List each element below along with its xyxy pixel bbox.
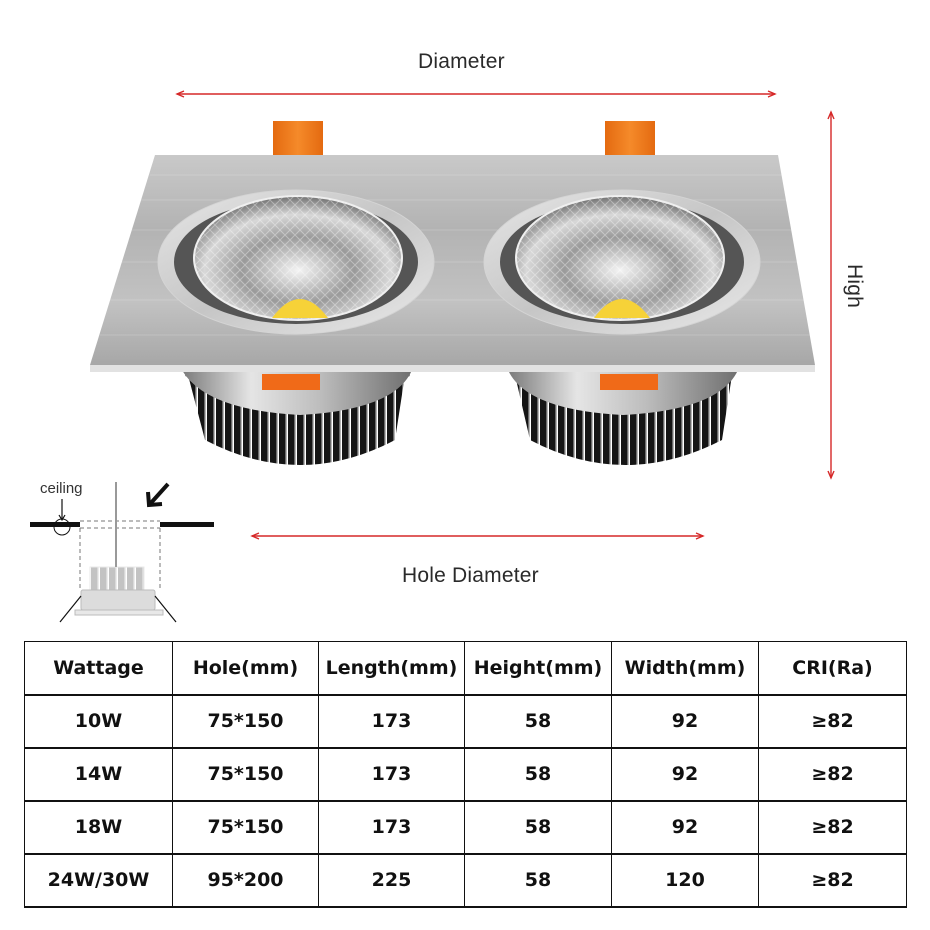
cell-wattage: 18W — [24, 800, 173, 854]
cell-length: 173 — [318, 747, 465, 801]
header-width: Width(mm) — [611, 641, 759, 695]
cob-chip-left — [272, 299, 328, 318]
cell-wattage: 10W — [24, 694, 173, 748]
cell-height: 58 — [464, 853, 612, 907]
cell-height: 58 — [464, 747, 612, 801]
header-cri: CRI(Ra) — [758, 641, 907, 695]
header-wattage: Wattage — [24, 641, 173, 695]
cell-hole: 75*150 — [172, 747, 319, 801]
ceiling-label: ceiling — [40, 480, 83, 497]
cell-width: 92 — [611, 800, 759, 854]
spec-table: Wattage Hole(mm) Length(mm) Height(mm) W… — [24, 641, 907, 908]
cell-cri: ≥82 — [758, 800, 907, 854]
cell-hole: 75*150 — [172, 800, 319, 854]
cell-hole: 75*150 — [172, 694, 319, 748]
lamp-right — [483, 189, 761, 335]
cell-height: 58 — [464, 694, 612, 748]
cell-length: 225 — [318, 853, 465, 907]
table-row: 18W 75*150 173 58 92 ≥82 — [24, 800, 907, 854]
table-header-row: Wattage Hole(mm) Length(mm) Height(mm) W… — [24, 641, 907, 695]
cell-wattage: 24W/30W — [24, 853, 173, 907]
cell-cri: ≥82 — [758, 853, 907, 907]
header-hole: Hole(mm) — [172, 641, 319, 695]
header-length: Length(mm) — [318, 641, 465, 695]
cell-length: 173 — [318, 694, 465, 748]
insert-direction-arrow-icon — [146, 482, 170, 508]
lamp-left — [157, 189, 435, 335]
heatsink-right — [508, 370, 738, 465]
cell-wattage: 14W — [24, 747, 173, 801]
cell-width: 92 — [611, 694, 759, 748]
header-height: Height(mm) — [464, 641, 612, 695]
spring-clip-left — [273, 121, 323, 157]
spring-clip-right — [605, 121, 655, 157]
heatsink-left — [182, 370, 412, 465]
cell-hole: 95*200 — [172, 853, 319, 907]
cob-chip-right — [594, 299, 650, 318]
dimension-arrows — [175, 90, 835, 540]
ceiling-line-right — [160, 522, 214, 527]
cell-width: 92 — [611, 747, 759, 801]
cell-cri: ≥82 — [758, 694, 907, 748]
downlight-fixture-illustration — [90, 121, 815, 465]
cell-width: 120 — [611, 853, 759, 907]
table-row: 10W 75*150 173 58 92 ≥82 — [24, 694, 907, 748]
table-row: 14W 75*150 173 58 92 ≥82 — [24, 747, 907, 801]
cell-height: 58 — [464, 800, 612, 854]
cell-cri: ≥82 — [758, 747, 907, 801]
installation-diagram — [30, 482, 214, 623]
ceiling-line-left — [30, 522, 80, 527]
diameter-label: Diameter — [418, 50, 505, 73]
cell-length: 173 — [318, 800, 465, 854]
hole-diameter-label: Hole Diameter — [402, 564, 539, 587]
table-row: 24W/30W 95*200 225 58 120 ≥82 — [24, 853, 907, 907]
